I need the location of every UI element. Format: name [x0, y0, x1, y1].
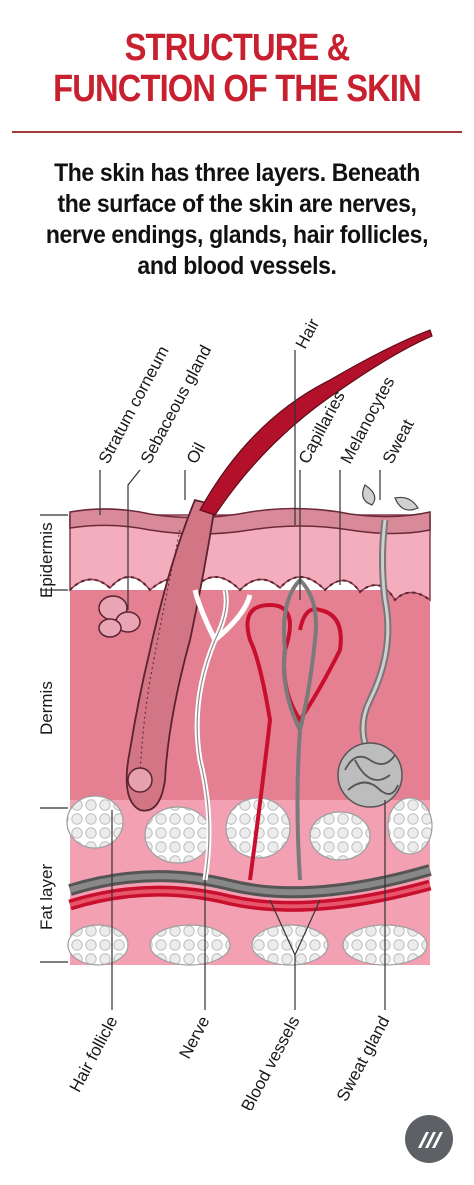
sweat-gland-coil	[337, 742, 403, 808]
blood-vessels-label: Blood vessels	[238, 1013, 304, 1110]
sebaceous-gland	[98, 595, 141, 638]
sweat-droplet	[394, 496, 419, 511]
intro-line-1: The skin has three layers. Beneath	[54, 159, 420, 187]
intro-line-3: nerve endings, glands, hair follicles,	[45, 221, 429, 249]
sweat-label: Sweat	[379, 416, 418, 467]
hair-follicle	[125, 498, 217, 812]
dermis-label: Dermis	[37, 681, 56, 735]
fat-layer-label: Fat layer	[37, 864, 56, 930]
divider	[12, 131, 462, 133]
nerve-label: Nerve	[175, 1013, 213, 1062]
epidermis-label: Epidermis	[37, 522, 56, 598]
title-line-1: STRUCTURE &	[124, 27, 351, 69]
title-line-2: FUNCTION OF THE SKIN	[53, 68, 422, 110]
hair-follicle-label: Hair follicle	[66, 1013, 122, 1095]
sweat-droplet	[362, 484, 376, 506]
intro-line-2: the surface of the skin are nerves,	[57, 190, 417, 218]
logo-icon	[405, 1115, 453, 1163]
intro-text: The skin has three layers. Beneath the s…	[10, 158, 464, 282]
hair-shaft	[199, 329, 433, 516]
page-title: STRUCTURE & FUNCTION OF THE SKIN	[33, 28, 441, 110]
sweat-gland-label: Sweat gland	[333, 1013, 394, 1105]
capillaries-red	[245, 602, 343, 881]
intro-line-4: and blood vessels.	[137, 252, 337, 280]
capillaries-grey	[282, 577, 318, 881]
hair-label: Hair	[292, 315, 324, 352]
fat-cells	[66, 795, 433, 966]
oil-label: Oil	[183, 440, 210, 467]
skin-diagram: Epidermis Dermis Fat layer Stratum corne…	[37, 315, 433, 1110]
